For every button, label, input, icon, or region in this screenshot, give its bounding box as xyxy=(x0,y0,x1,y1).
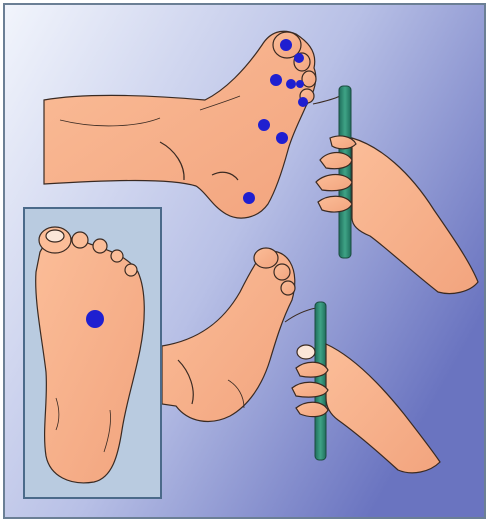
big-toe-nail xyxy=(46,230,64,242)
toe-b2 xyxy=(274,264,290,280)
toe-i5 xyxy=(125,264,137,276)
point-top-9 xyxy=(243,192,255,204)
point-inset-1 xyxy=(86,310,104,328)
point-top-1 xyxy=(280,39,292,51)
toe-b1 xyxy=(254,248,278,268)
inset-panel xyxy=(24,208,161,498)
point-top-7 xyxy=(258,119,270,131)
point-top-6 xyxy=(298,97,308,107)
point-top-2 xyxy=(294,53,304,63)
point-top-8 xyxy=(276,132,288,144)
point-top-3 xyxy=(270,74,282,86)
toe-b3 xyxy=(281,281,295,295)
bottom-filament-rod xyxy=(315,302,326,460)
point-top-4 xyxy=(286,79,296,89)
toe-i3 xyxy=(93,239,107,253)
thumb-nail xyxy=(297,345,315,359)
top-filament-rod xyxy=(339,86,351,258)
toe-i2 xyxy=(72,232,88,248)
toe-3 xyxy=(302,71,316,87)
point-top-5 xyxy=(296,80,304,88)
toe-i4 xyxy=(111,250,123,262)
